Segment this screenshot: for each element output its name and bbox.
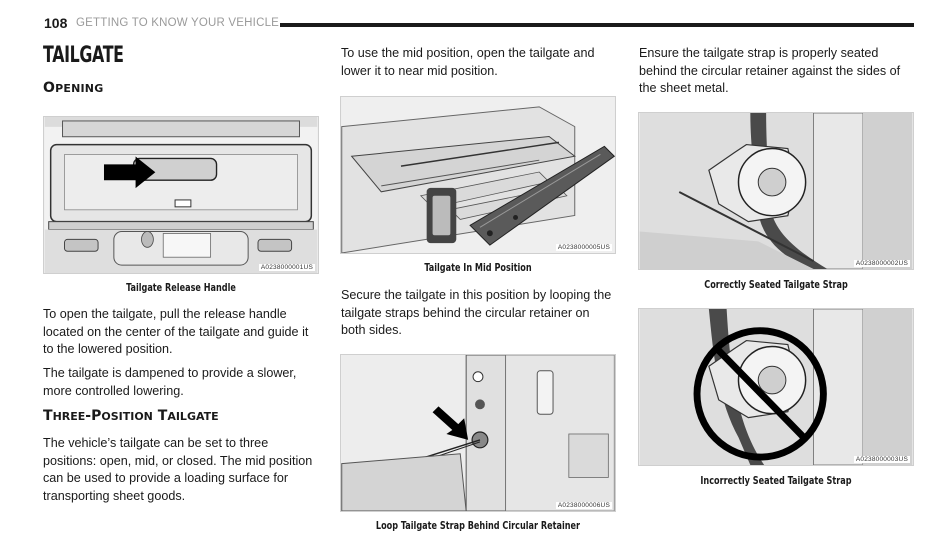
paragraph: Secure the tailgate in this position by … bbox=[341, 288, 612, 338]
tailgate-mid-illustration bbox=[341, 97, 615, 253]
heading-initial: T bbox=[157, 408, 168, 424]
heading-rest: PENING bbox=[55, 82, 104, 95]
figure-caption: Tailgate In Mid Position bbox=[424, 262, 532, 274]
paragraph: The tailgate is dampened to provide a sl… bbox=[43, 366, 297, 398]
subsection-heading-three-position: THREE-POSITION TAILGATE bbox=[43, 408, 219, 424]
section-title: TAILGATE bbox=[43, 43, 124, 68]
page-number: 108 bbox=[44, 15, 68, 31]
heading-rest: AILGATE bbox=[167, 410, 219, 423]
page-header: 108 GETTING TO KNOW YOUR VEHICLE bbox=[44, 14, 914, 34]
figure-caption: Tailgate Release Handle bbox=[126, 282, 236, 294]
figure-tailgate-release-handle: A0238000001US bbox=[43, 116, 319, 274]
figure-caption: Correctly Seated Tailgate Strap bbox=[704, 279, 848, 291]
paragraph: To use the mid position, open the tailga… bbox=[341, 46, 595, 78]
loop-strap-illustration bbox=[341, 355, 615, 511]
heading-rest: OSITION bbox=[101, 410, 153, 423]
header-rule bbox=[280, 23, 914, 27]
paragraph: To open the tailgate, pull the release h… bbox=[43, 307, 309, 357]
prohibited-icon bbox=[693, 327, 827, 461]
figure-tailgate-mid-position: A0238000005US bbox=[340, 96, 616, 254]
tailgate-release-illustration bbox=[44, 117, 318, 273]
figure-code: A0238000005US bbox=[555, 244, 612, 251]
subsection-heading-opening: OPENING bbox=[43, 80, 103, 96]
correct-strap-illustration bbox=[639, 113, 913, 269]
heading-initial: T bbox=[43, 408, 53, 424]
figure-code: A0238000001US bbox=[258, 264, 315, 271]
heading-dash: - bbox=[85, 408, 92, 424]
figure-incorrect-strap: A0238000003US bbox=[638, 308, 914, 466]
figure-loop-strap: A0238000006US bbox=[340, 354, 616, 512]
incorrect-strap-illustration bbox=[639, 309, 913, 465]
figure-code: A0238000006US bbox=[555, 502, 612, 509]
heading-rest: HREE bbox=[52, 410, 86, 423]
paragraph: Ensure the tailgate strap is properly se… bbox=[639, 46, 901, 96]
figure-code: A0238000002US bbox=[853, 260, 910, 267]
figure-caption: Loop Tailgate Strap Behind Circular Reta… bbox=[375, 520, 581, 532]
heading-initial: O bbox=[43, 80, 56, 96]
paragraph: The vehicle’s tailgate can be set to thr… bbox=[43, 436, 313, 503]
section-name: GETTING TO KNOW YOUR VEHICLE bbox=[76, 17, 280, 29]
figure-correct-strap: A0238000002US bbox=[638, 112, 914, 270]
figure-code: A0238000003US bbox=[853, 456, 910, 463]
figure-caption: Incorrectly Seated Tailgate Strap bbox=[700, 475, 852, 487]
heading-initial: P bbox=[91, 408, 102, 424]
